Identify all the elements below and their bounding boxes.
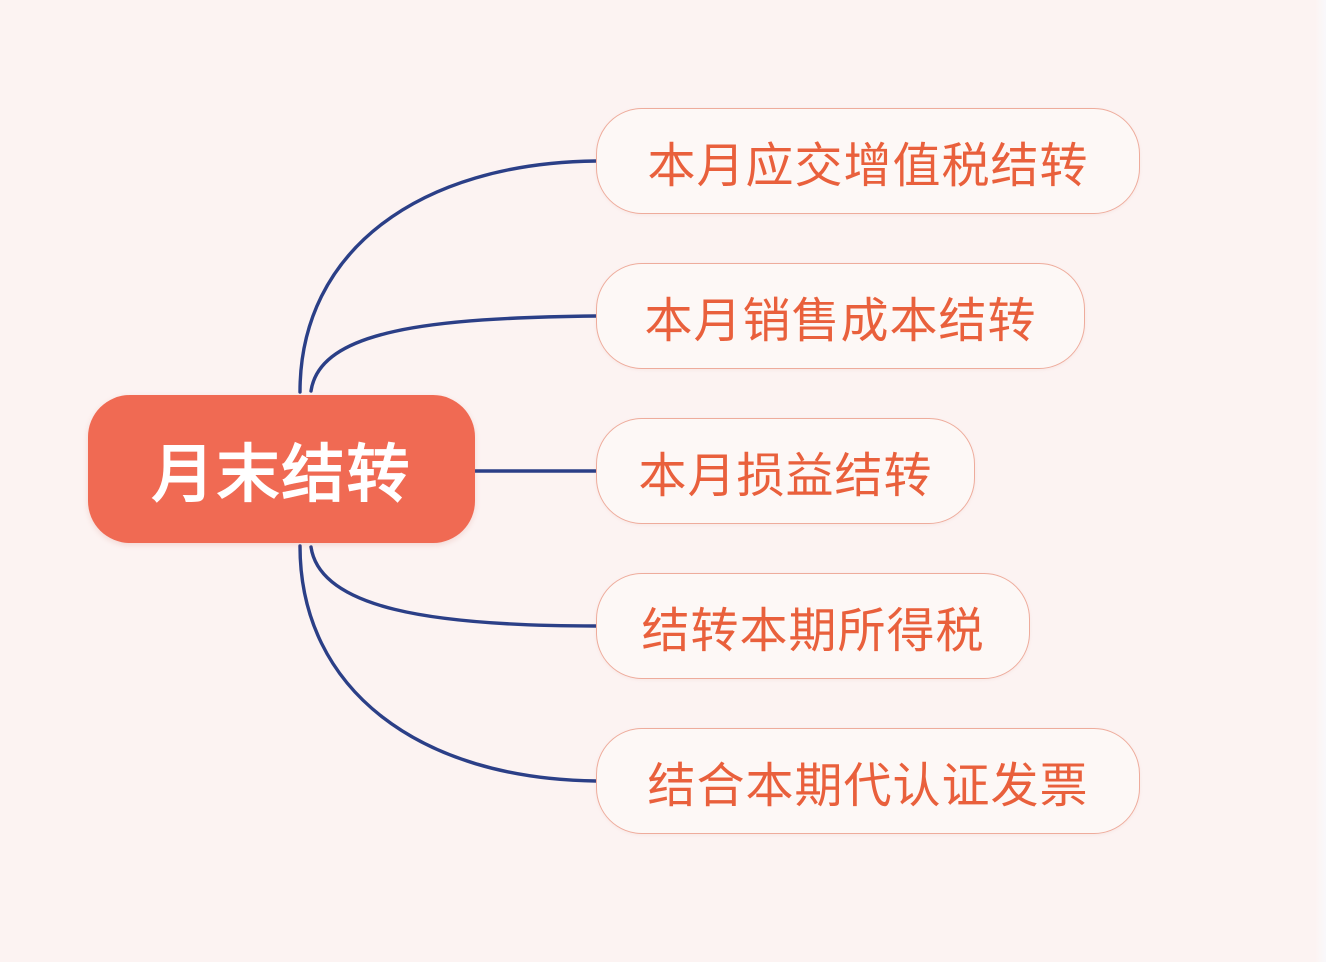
branch-node-3-label: 本月损益结转 (638, 450, 933, 503)
central-node[interactable]: 月末结转 (88, 395, 475, 543)
branch-node-2[interactable]: 本月销售成本结转 (596, 263, 1085, 369)
connector-to-branch-1 (309, 314, 598, 393)
branch-node-2-label: 本月销售成本结转 (644, 295, 1037, 348)
connector-to-branch-0 (298, 159, 598, 394)
branch-node-4-label: 结转本期所得税 (641, 605, 985, 658)
branch-node-5[interactable]: 结合本期代认证发票 (596, 728, 1140, 834)
connector-to-branch-3 (309, 545, 598, 628)
branch-node-3[interactable]: 本月损益结转 (596, 418, 975, 524)
canvas-right-edge-strip (1315, 0, 1326, 962)
connector-to-branch-4 (298, 544, 598, 783)
branch-node-1[interactable]: 本月应交增值税结转 (596, 108, 1140, 214)
branch-node-4[interactable]: 结转本期所得税 (596, 573, 1030, 679)
central-node-label: 月末结转 (151, 439, 412, 510)
branch-node-1-label: 本月应交增值税结转 (647, 140, 1089, 193)
branch-node-5-label: 结合本期代认证发票 (647, 760, 1089, 813)
